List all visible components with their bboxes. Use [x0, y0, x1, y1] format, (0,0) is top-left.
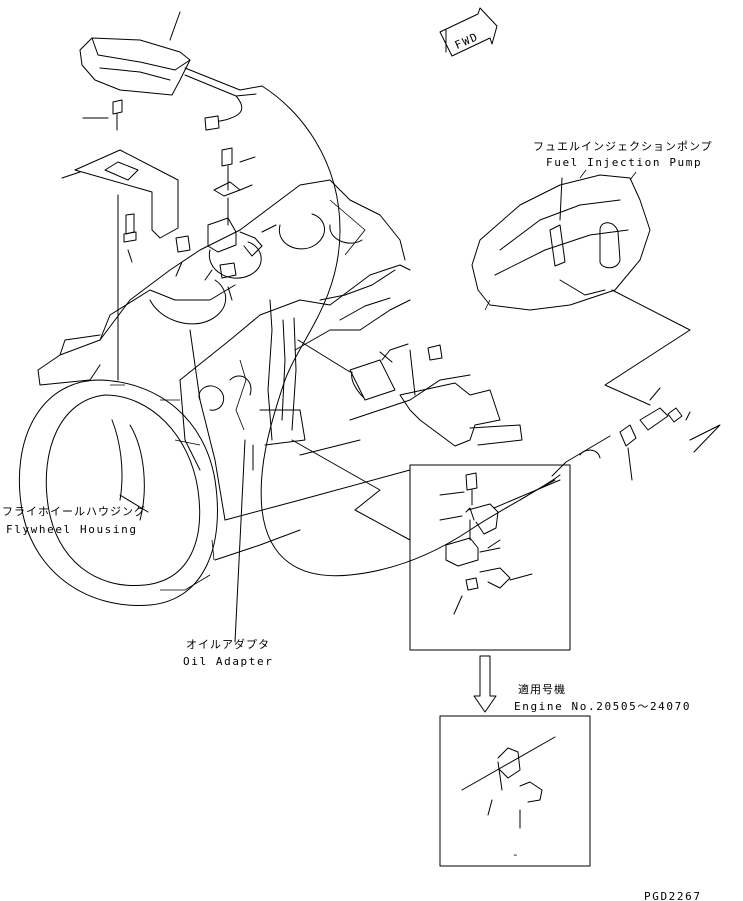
flywheel-housing-label-en: Flywheel Housing — [6, 523, 138, 536]
clip-assembly — [204, 147, 277, 301]
sensor-housing — [79, 37, 263, 131]
detail-boundary — [291, 439, 411, 541]
down-arrow-icon — [473, 655, 497, 713]
drawing-number: PGD2267 — [644, 890, 702, 901]
leader-lines — [119, 11, 563, 643]
fuel-injection-pump-label-en: Fuel Injection Pump — [546, 156, 702, 169]
oil-adapter-label-jp: オイルアダプタ — [186, 637, 270, 651]
applicability-label-jp: 適用号機 — [518, 682, 566, 696]
flywheel-housing — [18, 379, 218, 606]
detail-box-upper — [409, 464, 571, 651]
linkage-assembly — [297, 339, 721, 501]
fuel-injection-pump-label-jp: フュエルインジェクションポンプ — [533, 140, 713, 153]
applicability-label-en: Engine No.20505～24070 — [514, 700, 691, 713]
fwd-arrow-icon: FWD — [439, 7, 498, 57]
flywheel-housing-label-jp: フライホイールハウジング — [2, 504, 146, 518]
engine-block — [37, 179, 471, 561]
upper-bracket — [61, 99, 191, 381]
harness-wire — [260, 85, 561, 577]
oil-adapter-label-en: Oil Adapter — [183, 655, 273, 668]
detail-box-lower — [439, 715, 591, 867]
fuel-injection-pump — [471, 169, 691, 406]
detail-mark: - — [512, 848, 520, 861]
